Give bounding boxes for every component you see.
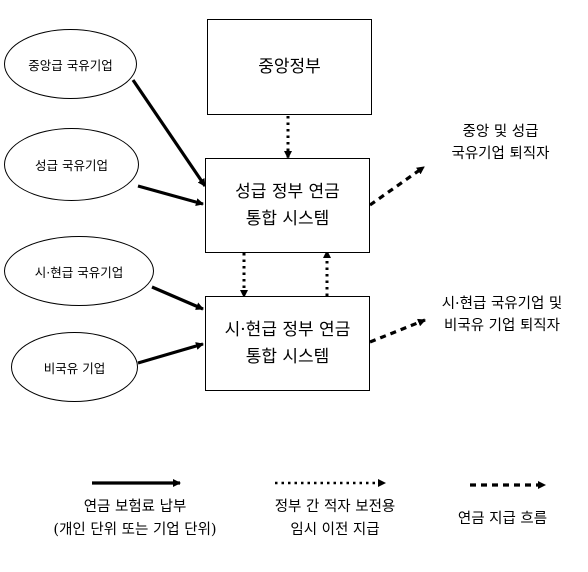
central-soe-ellipse: 중앙급 국유기업 — [4, 29, 137, 99]
arrow-municipal-soe-to-municipal — [151, 285, 204, 311]
legend-dashed-text: 연금 지급 흐름 — [457, 511, 548, 527]
provincial-soe-label: 성급 국유기업 — [35, 158, 108, 173]
non-soe-ellipse: 비국유 기업 — [11, 332, 138, 402]
dashed-municipal-to-retirees — [369, 318, 426, 344]
provincial-pension-system-label: 성급 정부 연금 통합 시스템 — [235, 182, 340, 229]
arrow-provincial-soe-to-provincial — [137, 184, 204, 206]
central-provincial-retirees-label: 중앙 및 성급 국유기업 퇴직자 — [451, 124, 550, 163]
legend-solid-text: 연금 보험료 납부 (개인 단위 또는 기업 단위) — [53, 499, 217, 539]
dashed-provincial-to-retirees — [369, 165, 425, 207]
municipal-pension-system-label: 시·현급 정부 연금 통합 시스템 — [224, 320, 351, 367]
provincial-pension-system-box: 성급 정부 연금 통합 시스템 — [205, 158, 370, 253]
municipal-soe-ellipse: 시·현급 국유기업 — [4, 236, 154, 306]
arrow-non-soe-to-municipal — [137, 342, 204, 365]
arrow-central-soe-to-provincial — [131, 79, 207, 187]
municipal-retirees-label: 시·현급 국유기업 및 비국유 기업 퇴직자 — [441, 296, 563, 335]
municipal-soe-label: 시·현급 국유기업 — [34, 264, 124, 280]
central-soe-label: 중앙급 국유기업 — [28, 57, 113, 73]
central-government-label: 중앙정부 — [258, 56, 321, 77]
legend-dotted-text: 정부 간 적자 보전용 임시 이전 지급 — [274, 499, 396, 539]
provincial-soe-ellipse: 성급 국유기업 — [4, 128, 139, 201]
central-government-box: 중앙정부 — [207, 19, 372, 115]
municipal-pension-system-box: 시·현급 정부 연금 통합 시스템 — [205, 296, 370, 391]
non-soe-label: 비국유 기업 — [43, 360, 106, 376]
